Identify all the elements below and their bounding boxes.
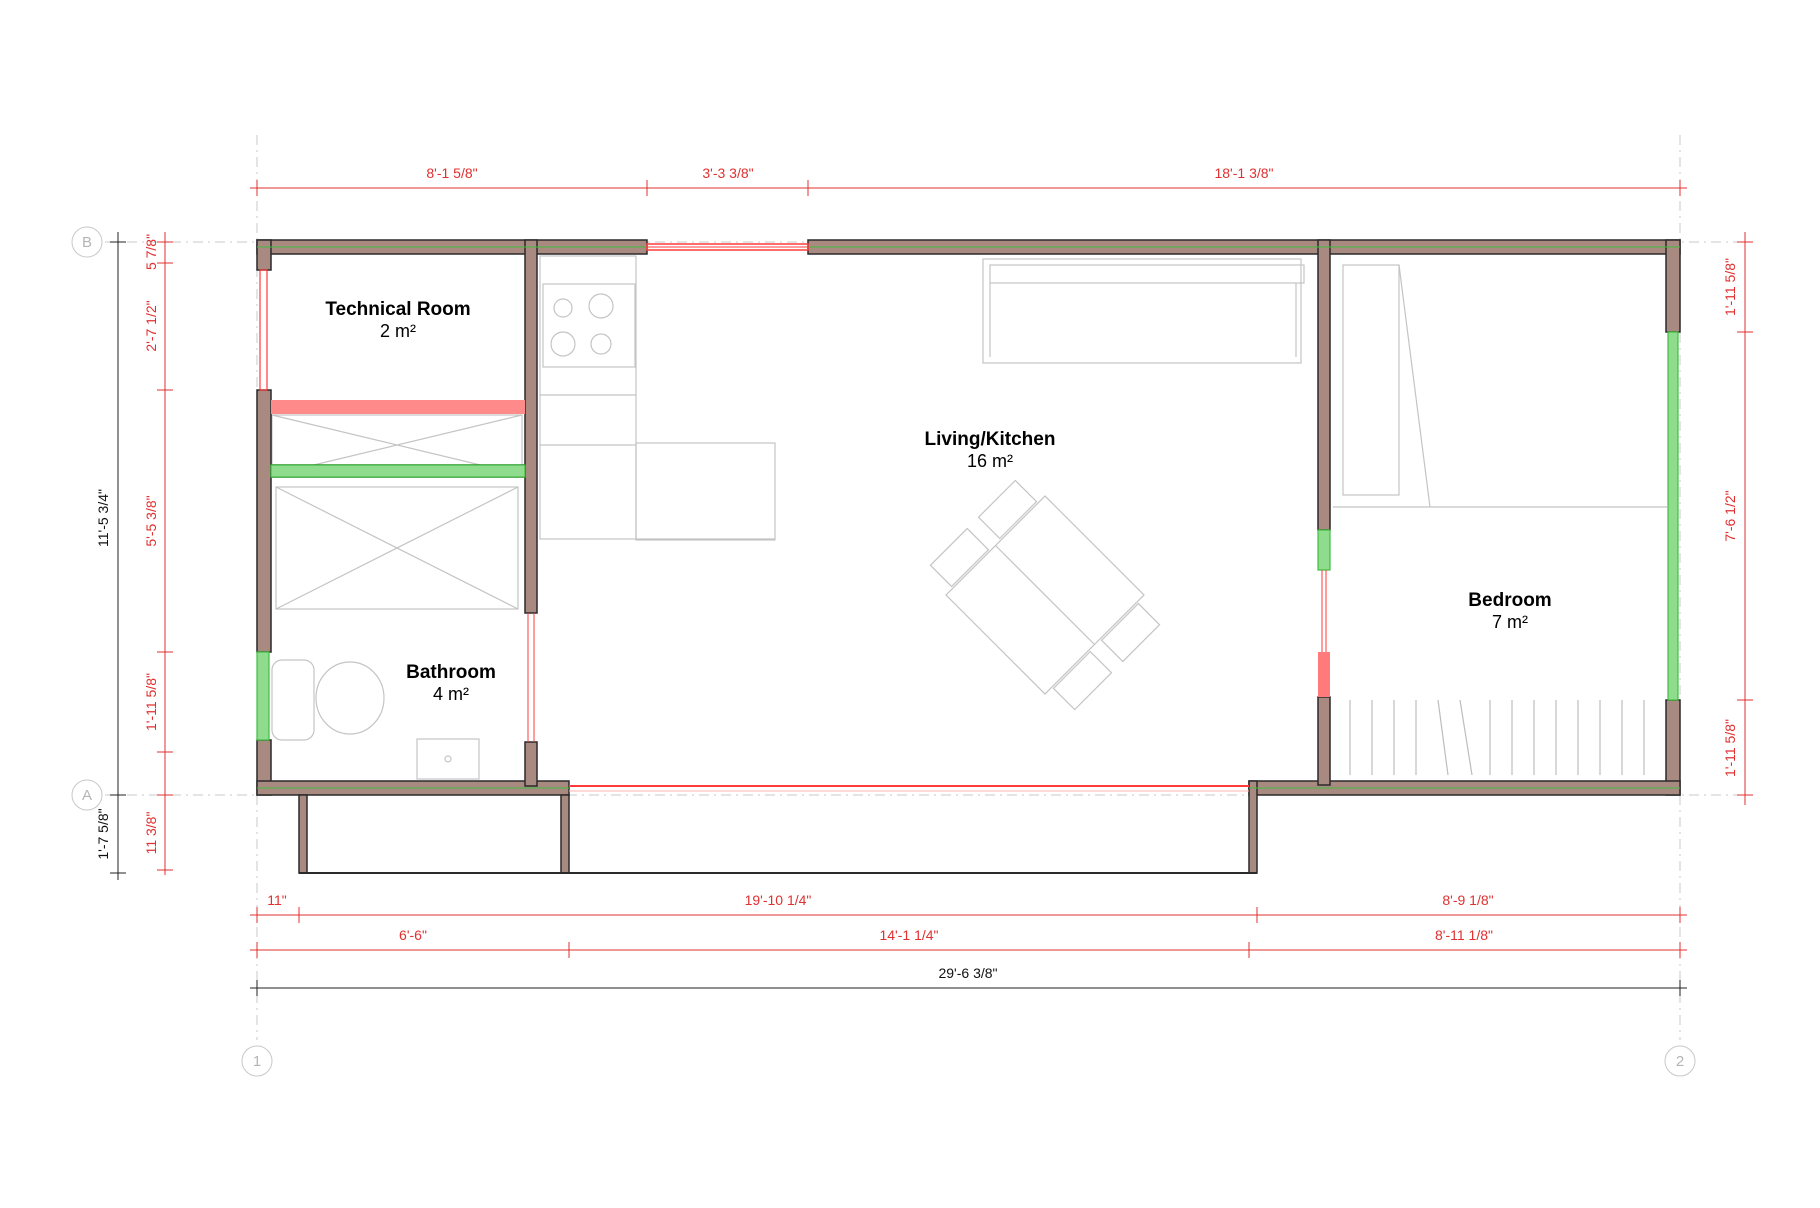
grid-lines [105, 135, 1755, 1040]
dimension-total [250, 980, 1687, 996]
bed [1342, 264, 1400, 496]
dimension-top [250, 180, 1687, 196]
living-kitchen-name: Living/Kitchen [925, 429, 1056, 450]
window-left-green [256, 651, 270, 741]
dim-left-2: 2'-7 1/2" [143, 300, 159, 351]
bathroom-name: Bathroom [406, 662, 496, 683]
room-label-living: Living/Kitchen 16 m² [925, 429, 1056, 471]
dimension-right [1737, 232, 1753, 805]
openings [256, 243, 1679, 874]
sink [416, 738, 480, 780]
window-left-upper [259, 269, 268, 391]
grid-bubble-b: B [71, 226, 103, 258]
window-tech-green [270, 464, 526, 478]
dim-bottom2-3: 8'-11 1/8" [1435, 927, 1493, 943]
dim-bottom1-3: 8'-9 1/8" [1442, 892, 1493, 908]
window-right-green [1667, 331, 1679, 701]
grid-label-a: A [82, 787, 92, 804]
wall-left-upper [256, 239, 272, 271]
door-bedroom-red [1318, 652, 1330, 697]
partition-red [271, 400, 525, 414]
grid-label-2: 2 [1676, 1053, 1684, 1070]
grid-bubble-a: A [71, 779, 103, 811]
room-label-bedroom: Bedroom 7 m² [1468, 590, 1551, 632]
cooktop [542, 283, 636, 368]
bedroom-name: Bedroom [1468, 590, 1551, 611]
dim-right-1: 1'-11 5/8" [1722, 258, 1738, 316]
bedroom-area: 7 m² [1492, 612, 1528, 632]
furniture [271, 255, 1667, 780]
dim-top-1: 8'-1 5/8" [426, 165, 477, 181]
dim-bottom-total: 29'-6 3/8" [938, 965, 997, 981]
dim-bottom2-1: 6'-6" [399, 927, 427, 943]
dim-bottom1-2: 19'-10 1/4" [745, 892, 812, 908]
wall-right-upper [1665, 239, 1681, 333]
toilet-tank [271, 659, 315, 741]
dim-left-3: 5'-5 3/8" [143, 495, 159, 546]
kitchen-counter [539, 255, 637, 540]
dimension-left-outer [110, 232, 126, 880]
dim-left-4: 1'-11 5/8" [143, 673, 159, 731]
dimension-bottom [250, 907, 1687, 958]
dim-bottom2-2: 14'-1 1/4" [879, 927, 938, 943]
sofa [982, 258, 1302, 364]
kitchen-island [635, 442, 776, 541]
wall-partition-right-upper [1317, 239, 1331, 531]
grid-label-1: 1 [253, 1053, 261, 1070]
wall-trim [257, 246, 1680, 789]
walls [256, 239, 1681, 874]
wall-left-mid [256, 389, 272, 653]
technical-room-name: Technical Room [325, 299, 470, 320]
shower-2 [275, 486, 519, 610]
dim-left-outer-1: 11'-5 3/4" [95, 489, 111, 547]
wardrobe [1349, 699, 1645, 776]
grid-label-b: B [82, 234, 92, 251]
bathroom-area: 4 m² [433, 684, 469, 704]
porch-left [298, 794, 308, 874]
dimension-left-inner [157, 232, 173, 875]
porch-right [560, 794, 570, 874]
dim-top-3: 18'-1 3/8" [1214, 165, 1273, 181]
dim-top-2: 3'-3 3/8" [702, 165, 753, 181]
living-kitchen-area: 16 m² [967, 451, 1013, 471]
wall-partition-left-upper [524, 239, 538, 614]
dim-left-1: 5 7/8" [143, 234, 159, 270]
room-label-technical: Technical Room 2 m² [325, 299, 470, 341]
toilet-bowl [315, 661, 385, 735]
dim-right-2: 7'-6 1/2" [1722, 490, 1738, 541]
dim-left-outer-2: 1'-7 5/8" [95, 808, 111, 859]
wall-partition-right-lower [1317, 696, 1331, 786]
wall-partition-left-lower [524, 741, 538, 787]
dim-right-3: 1'-11 5/8" [1722, 719, 1738, 777]
dim-left-5: 11 3/8" [143, 812, 159, 855]
grid-bubble-2: 2 [1664, 1045, 1696, 1077]
dim-bottom1-1: 11" [267, 892, 287, 908]
porch-step-right [1248, 780, 1258, 874]
grid-bubble-1: 1 [241, 1045, 273, 1077]
room-label-bathroom: Bathroom 4 m² [406, 662, 496, 704]
technical-room-area: 2 m² [380, 321, 416, 341]
dining-table [929, 479, 1161, 711]
door-bedroom-green [1317, 529, 1331, 571]
